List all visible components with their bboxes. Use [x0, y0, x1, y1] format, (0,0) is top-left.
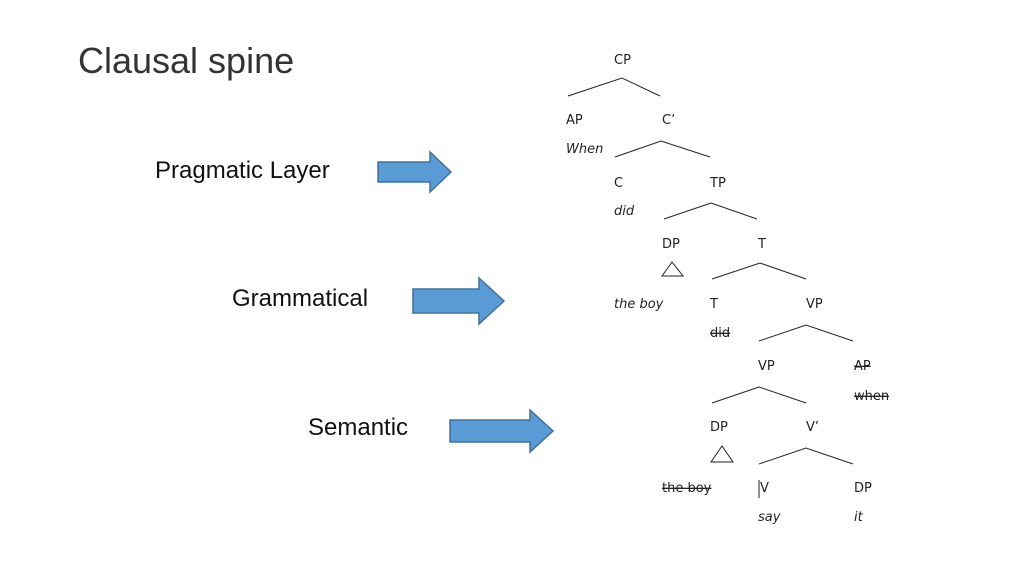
node-dp2: DP: [710, 420, 728, 435]
pragmatic-arrow-icon: [377, 150, 453, 194]
word-did: did: [614, 204, 635, 219]
grammatical-arrow-icon: [412, 276, 506, 326]
word-when-struck: when: [854, 389, 889, 404]
branch-vp2: [711, 386, 807, 404]
node-t2: T: [709, 297, 718, 312]
node-t1: T: [757, 237, 766, 252]
layer-label-semantic: Semantic: [308, 414, 409, 441]
layer-label-pragmatic: Pragmatic Layer: [155, 157, 330, 184]
node-vp2: VP: [758, 359, 775, 374]
node-dp1: DP: [662, 237, 680, 252]
branch-cbar: [614, 140, 711, 158]
node-cp: CP: [614, 53, 631, 68]
branch-cp: [567, 77, 661, 97]
node-tp: TP: [709, 176, 726, 191]
node-v: V: [760, 481, 769, 496]
word-did-struck: did: [710, 326, 730, 341]
node-ap: AP: [566, 113, 583, 128]
word-when: When: [566, 142, 603, 157]
branch-t1: [711, 262, 807, 280]
slide-title: Clausal spine: [78, 40, 295, 81]
node-dp3: DP: [854, 481, 872, 496]
semantic-arrow-icon: [449, 408, 555, 454]
branch-vbar: [758, 447, 854, 465]
word-it: it: [854, 510, 864, 525]
branch-tp: [663, 202, 758, 220]
word-say: say: [758, 510, 781, 525]
tree-branches: [567, 77, 854, 498]
node-vbar: V’: [806, 420, 819, 435]
triangle-dp2-icon: [710, 445, 734, 463]
node-vp1: VP: [806, 297, 823, 312]
word-the-boy: the boy: [614, 297, 664, 312]
node-ap-struck: AP: [854, 359, 871, 374]
triangle-dp1-icon: [661, 261, 685, 277]
node-c: C: [614, 176, 623, 191]
layer-label-grammatical: Grammatical: [232, 285, 369, 312]
node-cbar: C’: [662, 113, 675, 128]
word-the-boy-struck: the boy: [662, 481, 712, 496]
branch-vp1: [758, 324, 854, 342]
